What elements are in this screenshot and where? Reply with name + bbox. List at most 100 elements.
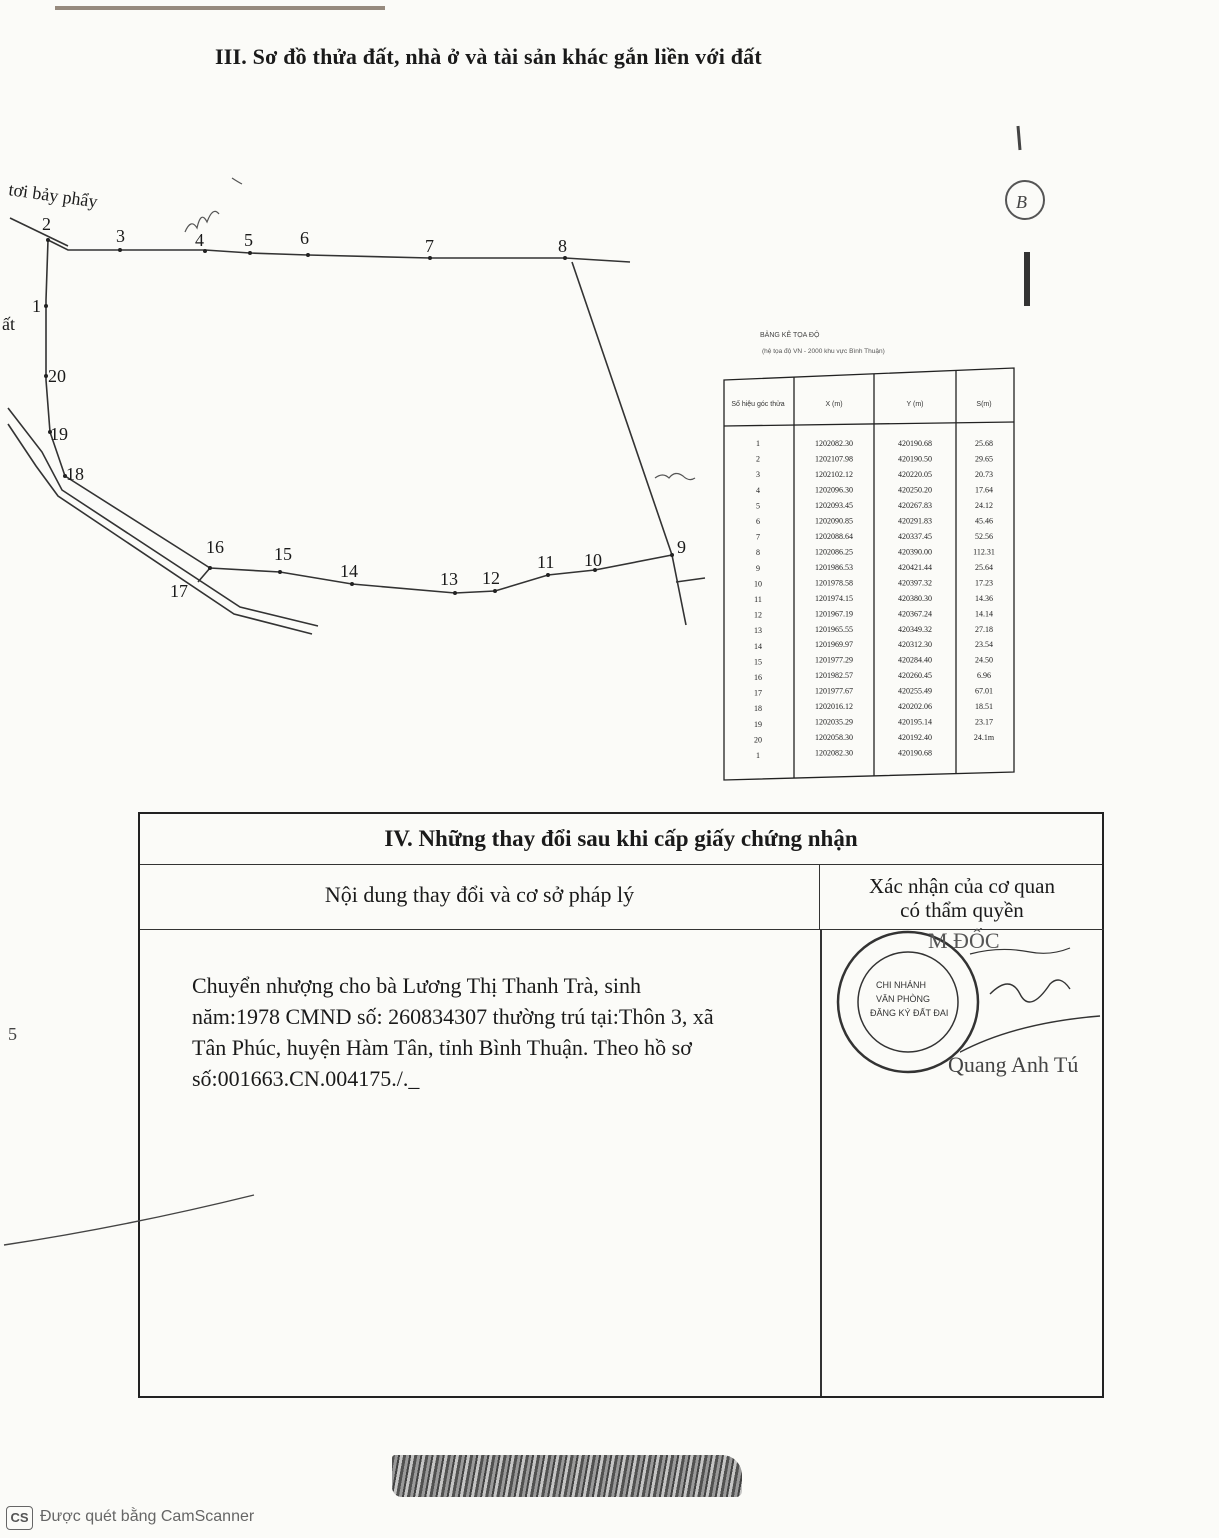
table-header-cell: X (m) [825, 401, 842, 408]
table-cell: 20.73 [975, 470, 993, 479]
svg-text:B: B [1016, 192, 1027, 212]
table-cell: 1201974.15 [815, 594, 853, 603]
table-cell: 19 [754, 720, 762, 729]
table-cell: 9 [756, 564, 760, 573]
table-cell: 420195.14 [898, 718, 932, 727]
point-label: 18 [66, 464, 84, 484]
table-cell: 420284.40 [898, 656, 932, 665]
table-cell: 17.64 [975, 485, 993, 494]
table-cell: 18.51 [975, 702, 993, 711]
table-header-cell: S(m) [976, 401, 991, 408]
official-seal: CHI NHÁNH VĂN PHÒNG ĐĂNG KÝ ĐẤT ĐAI [836, 930, 980, 1074]
table-cell: 420202.06 [898, 702, 932, 711]
table-cell: 420367.24 [898, 609, 932, 618]
table-cell: 27.18 [975, 625, 993, 634]
table-cell: 420190.50 [898, 454, 932, 463]
section3-title: III. Sơ đồ thửa đất, nhà ở và tài sản kh… [215, 44, 762, 69]
seal-line: VĂN PHÒNG [876, 994, 930, 1004]
table-cell: 420267.83 [898, 501, 932, 510]
table-cell: 1202102.12 [815, 470, 853, 479]
point-label: 13 [440, 569, 458, 589]
table-cell: 420190.68 [898, 749, 932, 758]
table-cell: 420220.05 [898, 470, 932, 479]
table-cell: 45.46 [975, 516, 993, 525]
point-label: 14 [340, 561, 358, 581]
table-cell: 10 [754, 579, 762, 588]
table-cell: 6.96 [977, 671, 991, 680]
table-cell: 52.56 [975, 532, 993, 541]
table-cell: 1201969.97 [815, 640, 853, 649]
table-cell: 18 [754, 704, 762, 713]
signer-name: Quang Anh Tú [948, 1052, 1079, 1077]
table-cell: 1202096.30 [815, 485, 853, 494]
table-cell: 6 [756, 517, 760, 526]
table-cell: 14.36 [975, 594, 993, 603]
table-cell: 2 [756, 455, 760, 464]
table-cell: 112.31 [973, 547, 995, 556]
signature [960, 947, 1101, 1053]
point-label: 2 [42, 214, 51, 234]
table-cell: 11 [754, 595, 762, 604]
table-cell: 12 [754, 611, 762, 620]
table-cell: 1202082.30 [815, 439, 853, 448]
table-cell: 1202093.45 [815, 501, 853, 510]
top-edge-mark [55, 6, 385, 10]
table-cell: 17.23 [975, 578, 993, 587]
table-cell: 1202016.12 [815, 702, 853, 711]
table-cell: 24.12 [975, 501, 993, 510]
margin-number: 5 [8, 1024, 17, 1044]
changes-section: IV. Những thay đổi sau khi cấp giấy chứn… [138, 812, 1104, 1398]
point-label: 3 [116, 226, 125, 246]
table-cell: 5 [756, 501, 760, 510]
table-cell: 15 [754, 657, 762, 666]
change-description: Chuyển nhượng cho bà Lương Thị Thanh Trà… [192, 970, 792, 1094]
table-cell: 1202058.30 [815, 733, 853, 742]
point-label: 11 [537, 552, 554, 572]
point-label: 7 [425, 236, 434, 256]
table-cell: 16 [754, 673, 762, 682]
margin-mark-stamp: B [1005, 125, 1045, 306]
table-cell: 29.65 [975, 454, 993, 463]
parcel-diagram: 2 3 4 5 6 7 8 9 10 11 12 13 14 15 16 17 … [2, 177, 706, 635]
table-cell: 14 [754, 642, 762, 651]
table-cell: 25.64 [975, 563, 993, 572]
table-cell: 1201967.19 [815, 609, 853, 618]
table-cell: 1202082.30 [815, 749, 853, 758]
table-cell: 420192.40 [898, 733, 932, 742]
section4-title: IV. Những thay đổi sau khi cấp giấy chứn… [140, 814, 1102, 865]
coord-table-title: BẢNG KÊ TỌA ĐỘ [760, 332, 820, 339]
table-cell: 1201965.55 [815, 625, 853, 634]
point-label: 16 [206, 537, 224, 557]
table-cell: 420190.68 [898, 439, 932, 448]
table-cell: 1 [756, 751, 760, 760]
point-label: 10 [584, 550, 602, 570]
stray-pen-line [3, 1194, 255, 1246]
table-cell: 420291.83 [898, 516, 932, 525]
table-cell: 24.50 [975, 656, 993, 665]
point-label: 4 [195, 230, 204, 250]
camscanner-logo: CS [6, 1506, 33, 1530]
table-cell: 420380.30 [898, 594, 932, 603]
table-cell: 420349.32 [898, 625, 932, 634]
table-cell: 1201986.53 [815, 563, 853, 572]
table-cell: 1201977.67 [815, 687, 853, 696]
confirmation-header-line2: có thẩm quyền [900, 898, 1024, 922]
point-label: 12 [482, 568, 500, 588]
road-label: tơi bảy phẩy [7, 179, 98, 211]
column-divider [820, 930, 822, 1396]
table-cell: 420250.20 [898, 485, 932, 494]
table-cell: 17 [754, 689, 762, 698]
torn-paper-scrap [392, 1455, 742, 1497]
confirmation-header-line1: Xác nhận của cơ quan [868, 874, 1056, 898]
point-label: 15 [274, 544, 292, 564]
table-cell: 1201978.58 [815, 578, 853, 587]
table-cell: 420390.00 [898, 547, 932, 556]
table-cell: 20 [754, 735, 762, 744]
table-cell: 3 [756, 470, 760, 479]
table-cell: 4 [756, 486, 760, 495]
seal-line: CHI NHÁNH [876, 980, 926, 990]
point-label: 17 [170, 581, 188, 601]
table-cell: 23.17 [975, 718, 993, 727]
table-header-cell: Số hiệu góc thửa [731, 399, 784, 408]
